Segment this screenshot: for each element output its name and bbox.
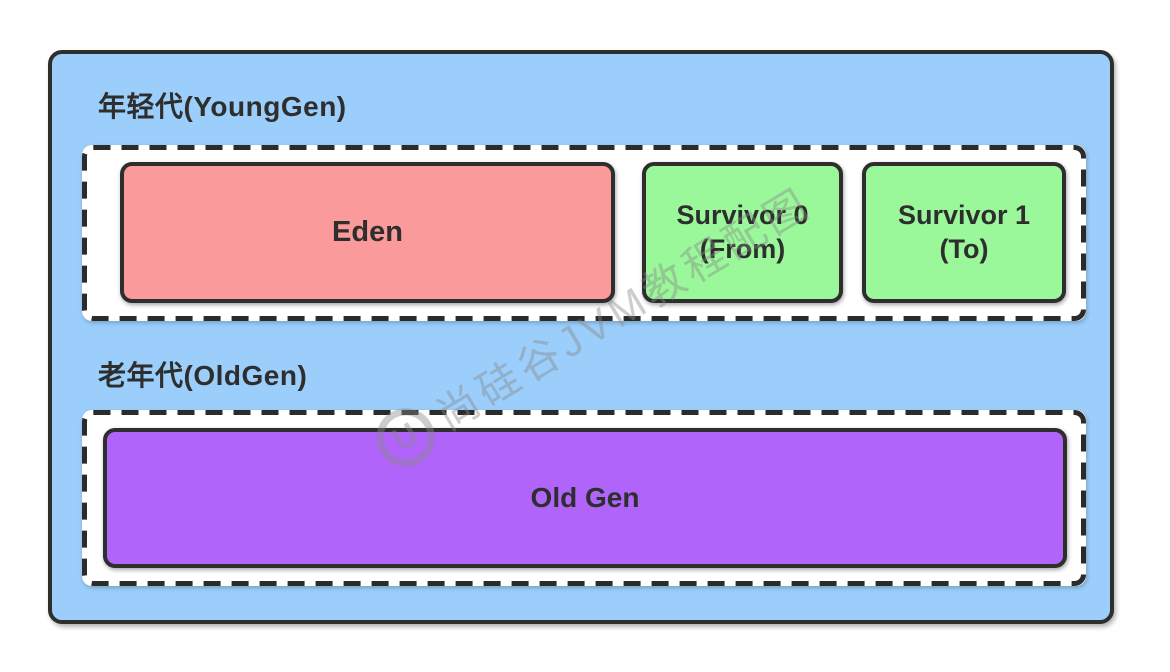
younggen-zone: Eden Survivor 0 (From) Survivor 1 (To): [82, 145, 1086, 321]
oldgen-zone: Old Gen: [82, 410, 1086, 586]
survivor1-region: Survivor 1 (To): [862, 162, 1066, 303]
younggen-label: 年轻代(YoungGen): [98, 91, 347, 122]
oldgen-label: 老年代(OldGen): [98, 360, 308, 391]
oldgen-region: Old Gen: [103, 428, 1067, 568]
oldgen-region-label: Old Gen: [530, 482, 640, 513]
survivor0-label-line2: (From): [699, 233, 786, 264]
survivor0-label-line1: Survivor 0: [676, 199, 809, 230]
eden-label: Eden: [332, 216, 403, 248]
survivor0-region: Survivor 0 (From): [642, 162, 843, 303]
survivor1-label-line1: Survivor 1: [897, 199, 1031, 230]
eden-region: Eden: [120, 162, 615, 303]
heap-container: 年轻代(YoungGen) Eden Survivor 0 (From) Sur…: [48, 50, 1114, 624]
survivor1-label-line2: (To): [939, 233, 989, 264]
